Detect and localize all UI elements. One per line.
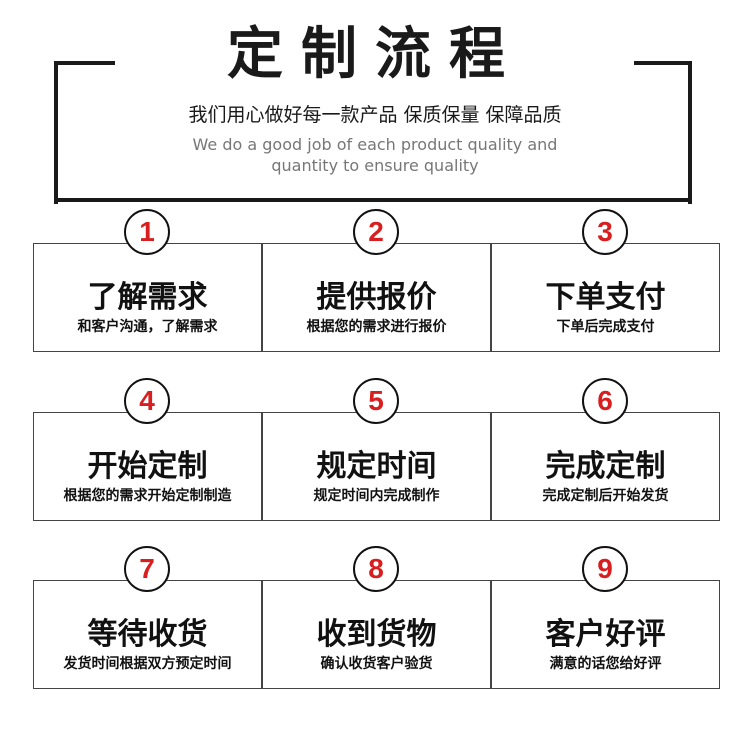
step-title: 提供报价 [316, 280, 437, 315]
step-description: 发货时间根据双方预定时间 [63, 656, 232, 672]
step-card: 收到货物确认收货客户验货 [262, 580, 491, 689]
step-card: 下单支付下单后完成支付 [491, 243, 720, 352]
step-card: 等待收货发货时间根据双方预定时间 [33, 580, 262, 689]
step-number-badge: 3 [582, 209, 628, 255]
step-description: 满意的话您给好评 [549, 656, 662, 672]
step-description: 和客户沟通，了解需求 [77, 319, 218, 335]
frame-bottom [54, 198, 692, 202]
step-number-badge: 8 [353, 546, 399, 592]
step-description: 根据您的需求进行报价 [306, 319, 447, 335]
step-card: 提供报价根据您的需求进行报价 [262, 243, 491, 352]
step-title: 等待收货 [87, 617, 208, 652]
step-number-badge: 1 [124, 209, 170, 255]
step-description: 确认收货客户验货 [320, 656, 433, 672]
step-number-badge: 4 [124, 378, 170, 424]
step-title: 收到货物 [316, 617, 437, 652]
step-title: 完成定制 [545, 449, 666, 484]
step-card: 客户好评满意的话您给好评 [491, 580, 720, 689]
step-title: 客户好评 [545, 617, 666, 652]
step-number-badge: 2 [353, 209, 399, 255]
page-title: 定制流程 [227, 22, 523, 87]
step-title: 开始定制 [87, 449, 208, 484]
step-card: 开始定制根据您的需求开始定制制造 [33, 412, 262, 521]
english-line-1: We do a good job of each product quality… [192, 135, 558, 154]
step-title: 规定时间 [316, 449, 437, 484]
step-title: 下单支付 [545, 280, 666, 315]
step-card: 完成定制完成定制后开始发货 [491, 412, 720, 521]
subtitle: 我们用心做好每一款产品 保质保量 保障品质 [188, 104, 562, 126]
step-description: 规定时间内完成制作 [313, 488, 440, 504]
step-number-badge: 5 [353, 378, 399, 424]
step-number-badge: 6 [582, 378, 628, 424]
step-number-badge: 7 [124, 546, 170, 592]
english-line-2: quantity to ensure quality [271, 156, 479, 175]
step-card: 了解需求和客户沟通，了解需求 [33, 243, 262, 352]
english-tagline: We do a good job of each product quality… [0, 134, 750, 176]
step-number-badge: 9 [582, 546, 628, 592]
frame-right [634, 61, 692, 204]
step-description: 下单后完成支付 [556, 319, 655, 335]
step-card: 规定时间规定时间内完成制作 [262, 412, 491, 521]
step-title: 了解需求 [87, 280, 208, 315]
step-description: 根据您的需求开始定制制造 [63, 488, 232, 504]
step-description: 完成定制后开始发货 [542, 488, 669, 504]
frame-left [54, 61, 115, 204]
